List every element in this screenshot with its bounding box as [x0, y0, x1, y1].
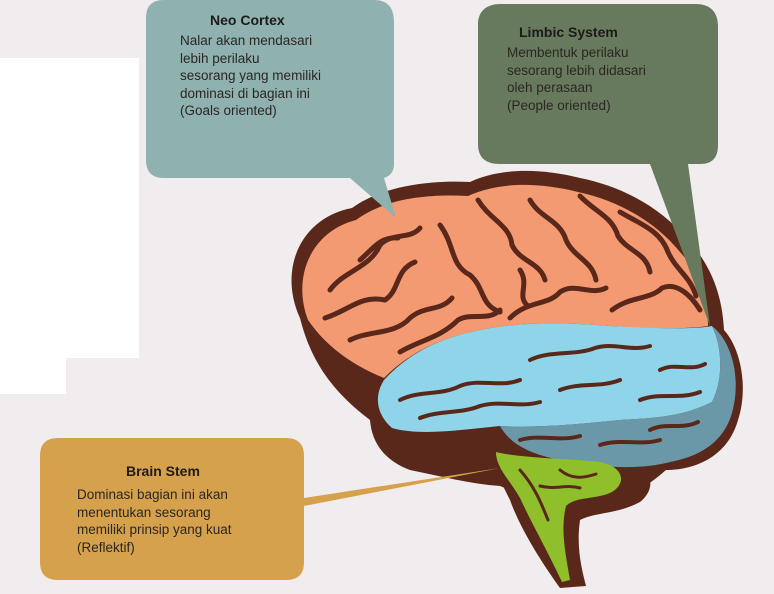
brain-stem-bubble [40, 438, 500, 580]
limbic-system-line: oleh perasaan [507, 80, 593, 95]
brain-stem-line: memiliki prinsip yang kuat [77, 522, 232, 537]
neo-cortex-callout: Neo Cortex Nalar akan mendasari lebih pe… [180, 11, 390, 120]
brain-stem-line: Dominasi bagian ini akan [77, 487, 228, 502]
limbic-system-line: Membentuk perilaku [507, 45, 629, 60]
brainstem-lines [518, 468, 598, 522]
brainstem [496, 452, 622, 582]
limbic-system [377, 323, 721, 432]
limbic-system-body: Membentuk perilaku sesorang lebih didasa… [507, 44, 712, 114]
limbic-system-line: sesorang lebih didasari [507, 62, 646, 78]
brain-stem-line: menentukan sesorang [77, 504, 211, 520]
neo-cortex-bubble [146, 0, 396, 218]
neo-cortex-title: Neo Cortex [210, 12, 285, 28]
background-patch [0, 58, 139, 358]
limbic-system-title: Limbic System [519, 24, 618, 40]
limbic-system-callout: Limbic System Membentuk perilaku sesoran… [507, 23, 712, 114]
neo-cortex-line: lebih perilaku [180, 50, 260, 66]
neo-cortex-line: (Goals oriented) [180, 103, 277, 118]
neo-cortex-body: Nalar akan mendasari lebih perilaku seso… [180, 32, 390, 120]
background-patch [0, 356, 66, 394]
neo-cortex-line: dominasi di bagian ini [180, 85, 310, 101]
limbic-system-line: (People oriented) [507, 97, 611, 113]
cerebrum-folds [322, 193, 703, 355]
brain-stem-title: Brain Stem [126, 463, 200, 479]
brain-stem-callout: Brain Stem Dominasi bagian ini akan mene… [77, 462, 302, 556]
limbic-system-bubble [478, 4, 718, 326]
limbic-folds [398, 344, 707, 447]
brain-stem-line: (Reflektif) [77, 539, 135, 555]
neo-cortex-line: sesorang yang memiliki [180, 68, 322, 83]
cerebellum-lower [500, 420, 670, 468]
brain-stem-body: Dominasi bagian ini akan menentukan seso… [77, 486, 302, 556]
neo-cortex-line: Nalar akan mendasari [180, 33, 313, 48]
